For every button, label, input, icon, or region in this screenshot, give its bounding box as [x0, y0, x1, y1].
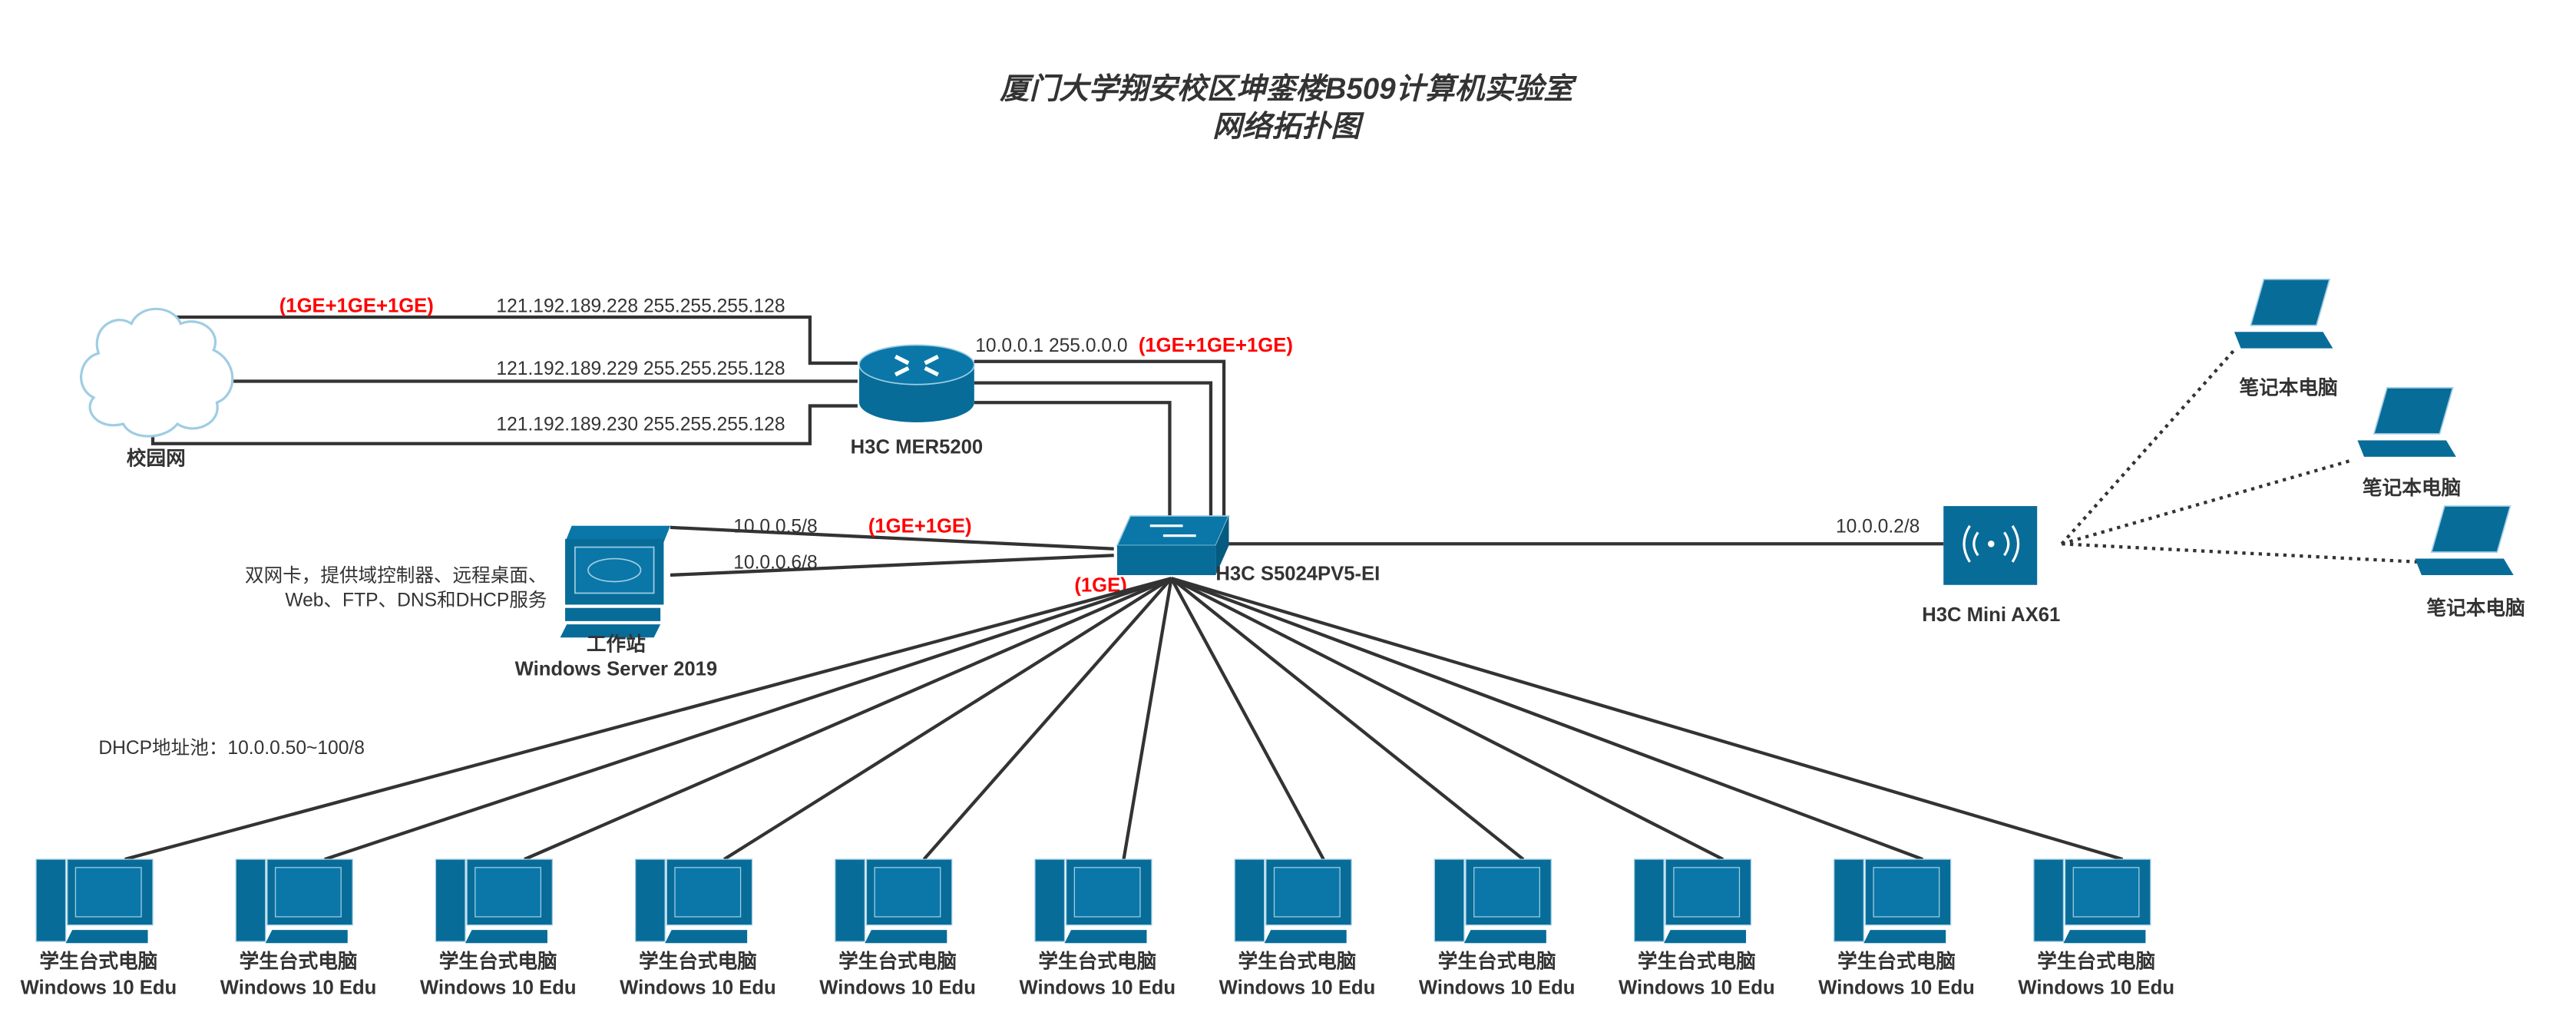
desktop-link [1169, 577, 1325, 861]
wan-ip-2: 121.192.189.229 255.255.255.128 [496, 359, 785, 379]
ap-label: H3C Mini AX61 [1922, 604, 2060, 626]
desktop-os: Windows 10 Edu [620, 977, 776, 999]
desktop-link [324, 577, 1172, 862]
wan-link-1 [150, 315, 858, 365]
desktop-label: 学生台式电脑 [2037, 949, 2155, 972]
server-icon [560, 525, 670, 638]
desktop-os: Windows 10 Edu [21, 977, 177, 999]
desktop-computer-icon [435, 858, 553, 944]
desktop-os: Windows 10 Edu [1818, 977, 1975, 999]
desktop-computer-icon [35, 858, 154, 944]
desktop-link [1170, 577, 1525, 861]
server-ip-1: 10.0.0.5/8 [733, 516, 817, 537]
desktop-computer-icon [1034, 858, 1152, 944]
wan-bandwidth-label: (1GE+1GE+1GE) [279, 296, 434, 317]
laptop-icon [2234, 278, 2333, 349]
desktop-link [1170, 577, 2124, 862]
dhcp-pool-label: DHCP地址池：10.0.0.50~100/8 [98, 737, 365, 759]
cloud-icon [80, 307, 234, 438]
desktop-computer-icon [835, 858, 953, 944]
wireless-ap-icon [1943, 506, 2038, 585]
switch-label: H3C S5024PV5-EI [1215, 563, 1380, 584]
wireless-link [2061, 458, 2353, 546]
desktop-os: Windows 10 Edu [1019, 977, 1176, 999]
router-lan-bandwidth: (1GE+1GE+1GE) [1139, 335, 1293, 356]
desktop-link [524, 577, 1172, 862]
server-note-2: Web、FTP、DNS和DHCP服务 [285, 590, 547, 611]
desktop-link [723, 577, 1172, 861]
desktop-label: 学生台式电脑 [1837, 949, 1956, 972]
desktop-link [1122, 577, 1173, 860]
desktop-os: Windows 10 Edu [1219, 977, 1376, 999]
router-label: H3C MER5200 [851, 437, 984, 458]
server-ip-2: 10.0.0.6/8 [733, 552, 817, 573]
desktop-os: Windows 10 Edu [819, 977, 976, 999]
wireless-link [2060, 349, 2236, 545]
router-switch-links [974, 359, 1226, 516]
desktop-computer-icon [1234, 858, 1352, 944]
laptop-icon [2357, 387, 2456, 457]
desktop-label: 学生台式电脑 [1238, 949, 1357, 972]
desktop-os: Windows 10 Edu [1619, 977, 1775, 999]
desktop-computer-icon [1433, 858, 1552, 944]
desktop-label: 学生台式电脑 [639, 949, 757, 972]
server-label: 工作站 [587, 633, 646, 655]
diagram-title: 厦门大学翔安校区坤銮楼B509计算机实验室 [999, 72, 1577, 105]
ap-ip: 10.0.0.2/8 [1836, 516, 1920, 537]
desktop-computer-icon [235, 858, 353, 944]
desktop-computer-icon [634, 858, 753, 944]
desktop-label: 学生台式电脑 [1438, 949, 1556, 972]
desktop-os: Windows 10 Edu [420, 977, 577, 999]
laptop-icon [2415, 505, 2514, 575]
desktop-link [922, 577, 1173, 861]
desktop-computer-icon [2033, 858, 2151, 944]
desktop-os: Windows 10 Edu [2018, 977, 2174, 999]
laptop-label: 笔记本电脑 [2426, 596, 2525, 619]
server-link-1 [670, 525, 1114, 551]
desktops: 学生台式电脑 Windows 10 Edu 学生台式电脑 Windows 10 Edu… [21, 577, 2174, 999]
desktop-label: 学生台式电脑 [39, 949, 157, 972]
cloud-label: 校园网 [127, 447, 186, 470]
server-note-1: 双网卡，提供域控制器、远程桌面、 [245, 565, 547, 587]
wan-ip-1: 121.192.189.228 255.255.255.128 [496, 296, 785, 317]
desktop-link [124, 577, 1172, 862]
wan-ip-3: 121.192.189.230 255.255.255.128 [496, 415, 785, 435]
router-icon [858, 344, 975, 422]
diagram-subtitle: 网络拓扑图 [1212, 111, 1364, 144]
server-link-2 [670, 554, 1114, 577]
desktop-os: Windows 10 Edu [220, 977, 377, 999]
server-os: Windows Server 2019 [515, 658, 718, 680]
desktop-computer-icon [1834, 858, 1952, 944]
desktop-label: 学生台式电脑 [838, 949, 957, 972]
desktop-label: 学生台式电脑 [240, 949, 358, 972]
switch-icon [1116, 515, 1230, 575]
desktop-label: 学生台式电脑 [1038, 949, 1156, 972]
desktop-label: 学生台式电脑 [1638, 949, 1756, 972]
laptop-label: 笔记本电脑 [2363, 476, 2461, 499]
desktop-os: Windows 10 Edu [1419, 977, 1576, 999]
desktop-computer-icon [1633, 858, 1752, 944]
server-bandwidth: (1GE+1GE) [868, 515, 972, 537]
laptop-label: 笔记本电脑 [2239, 376, 2337, 399]
desktop-link [1170, 577, 1724, 862]
wireless-link [2062, 542, 2419, 564]
desktop-label: 学生台式电脑 [439, 949, 557, 972]
router-lan-ip: 10.0.0.1 255.0.0.0 [975, 336, 1127, 356]
desktop-link [1170, 577, 1924, 862]
